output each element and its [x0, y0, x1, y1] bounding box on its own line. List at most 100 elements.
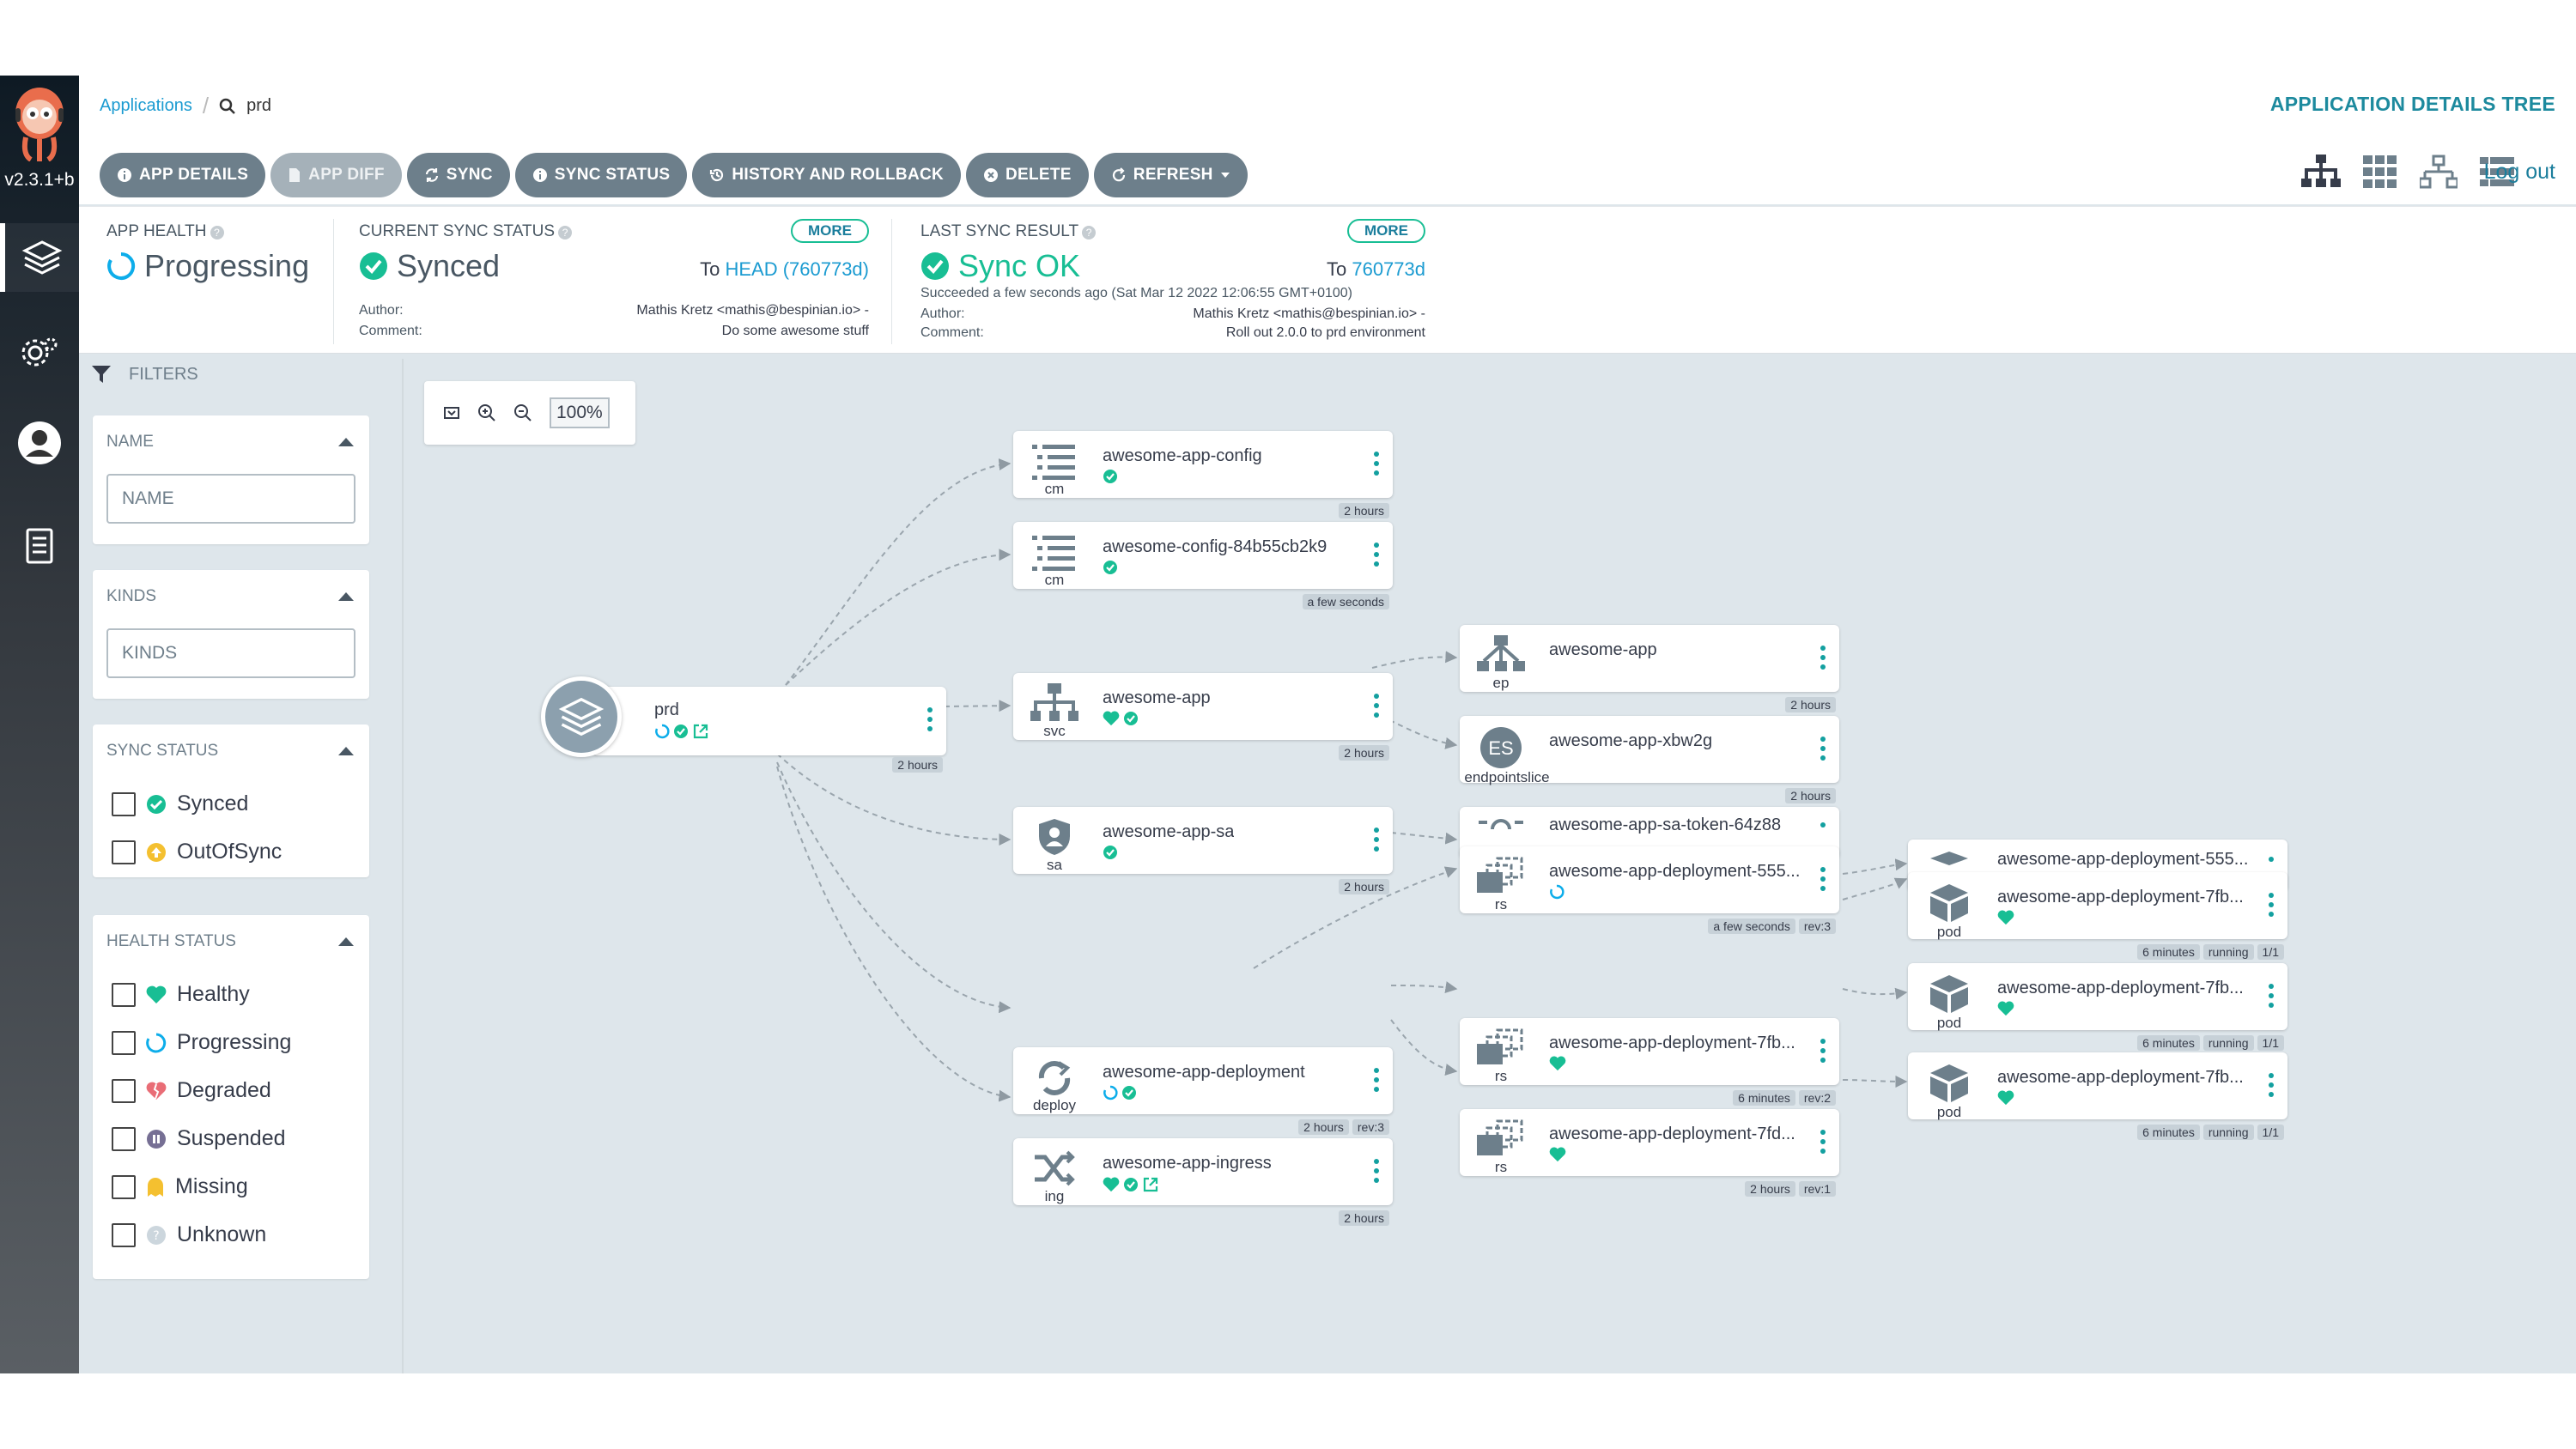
node-menu-icon[interactable]	[1374, 543, 1379, 567]
application-icon[interactable]	[541, 676, 622, 757]
external-link-icon[interactable]	[1142, 1176, 1159, 1193]
last-sync-more-button[interactable]: MORE	[1347, 219, 1425, 243]
zoom-out-icon[interactable]	[513, 403, 532, 422]
help-icon[interactable]: ?	[558, 226, 573, 239]
sync-status-button[interactable]: SYNC STATUS	[514, 153, 688, 197]
fit-screen-icon[interactable]	[443, 405, 460, 421]
resource-node-ing[interactable]: ing awesome-app-ingress 2 hours	[1013, 1138, 1393, 1226]
network-view-icon[interactable]	[2420, 155, 2458, 189]
app-diff-button[interactable]: APP DIFF	[270, 153, 402, 197]
node-menu-icon[interactable]	[1820, 1039, 1826, 1063]
filter-healthy[interactable]: Healthy	[112, 982, 250, 1007]
node-menu-icon[interactable]	[1374, 452, 1379, 476]
checkbox[interactable]	[112, 1030, 136, 1055]
resource-node-rs[interactable]: rs awesome-app-deployment-7fd... 2 hours…	[1460, 1109, 1839, 1197]
checkbox[interactable]	[112, 840, 136, 864]
sync-button[interactable]: SYNC	[406, 153, 510, 197]
node-kind: svc	[1043, 723, 1066, 739]
app-health-value: Progressing	[106, 248, 309, 284]
logout-link[interactable]: Log out	[2483, 160, 2555, 184]
filters-header: FILTERS	[91, 364, 198, 385]
resource-node-rs[interactable]: rs awesome-app-deployment-555... a few s…	[1460, 846, 1839, 934]
node-menu-icon[interactable]	[1820, 1130, 1826, 1154]
app-details-button[interactable]: APP DETAILS	[100, 153, 266, 197]
node-status-icons	[1103, 469, 1118, 484]
revision-tag: rev:1	[1798, 1181, 1836, 1197]
sync-target-revision[interactable]: HEAD (760773d)	[725, 258, 869, 280]
filter-missing[interactable]: Missing	[112, 1174, 248, 1199]
node-menu-icon[interactable]	[2269, 857, 2274, 862]
name-filter-input[interactable]: NAME	[106, 474, 355, 524]
help-icon[interactable]: ?	[1082, 226, 1097, 239]
resource-node-svc[interactable]: svc awesome-app 2 hours	[1013, 673, 1393, 761]
resource-node-pod[interactable]: pod awesome-app-deployment-7fb... 6 minu…	[1908, 963, 2287, 1051]
arrow-up-circle-icon	[147, 842, 166, 862]
checkbox[interactable]	[112, 1222, 136, 1247]
resource-node-cm[interactable]: cm awesome-config-84b55cb2k9 a few secon…	[1013, 522, 1393, 609]
age-tag: 2 hours	[1339, 1210, 1389, 1226]
delete-button[interactable]: DELETE	[966, 153, 1089, 197]
collapse-icon[interactable]	[338, 747, 354, 755]
resource-node-rs[interactable]: rs awesome-app-deployment-7fb... 6 minut…	[1460, 1018, 1839, 1106]
checkbox[interactable]	[112, 1174, 136, 1199]
view-switcher	[2301, 155, 2514, 189]
resource-node-cm[interactable]: cm awesome-app-config 2 hours	[1013, 431, 1393, 518]
collapse-icon[interactable]	[338, 438, 354, 446]
filter-degraded[interactable]: Degraded	[112, 1078, 271, 1103]
resource-node-sa[interactable]: sa awesome-app-sa 2 hours	[1013, 807, 1393, 894]
checkbox[interactable]	[112, 982, 136, 1007]
resource-node-pod[interactable]: pod awesome-app-deployment-7fb... 6 minu…	[1908, 1052, 2287, 1140]
filter-outofsync[interactable]: OutOfSync	[112, 840, 282, 864]
node-menu-icon[interactable]	[2269, 893, 2274, 917]
node-menu-icon[interactable]	[1374, 1159, 1379, 1183]
zoom-level[interactable]: 100%	[550, 397, 610, 428]
filter-synced[interactable]: Synced	[112, 791, 248, 816]
sync-more-button[interactable]: MORE	[791, 219, 869, 243]
node-tags: 2 hours	[1339, 1210, 1389, 1226]
node-menu-icon[interactable]	[1820, 867, 1826, 891]
external-link-icon[interactable]	[692, 723, 709, 740]
nav-user-info[interactable]	[0, 409, 79, 477]
zoom-in-icon[interactable]	[477, 403, 496, 422]
app-node[interactable]: prd 2 hours	[592, 687, 946, 773]
filters-divider	[402, 359, 404, 1373]
list-view-icon[interactable]	[2480, 157, 2514, 186]
last-comment-label: Comment:	[920, 325, 984, 340]
nav-docs[interactable]	[0, 512, 79, 580]
filter-progressing[interactable]: Progressing	[112, 1030, 291, 1055]
node-menu-icon[interactable]	[927, 707, 933, 731]
filter-suspended[interactable]: Suspended	[112, 1126, 286, 1151]
checkbox[interactable]	[112, 791, 136, 816]
node-menu-icon[interactable]	[2269, 1073, 2274, 1097]
node-menu-icon[interactable]	[1374, 1068, 1379, 1092]
resource-node-endpointslice[interactable]: ES endpointslice awesome-app-xbw2g 2 hou…	[1460, 716, 1839, 803]
node-menu-icon[interactable]	[1820, 737, 1826, 761]
nav-applications[interactable]	[0, 223, 79, 292]
refresh-button[interactable]: REFRESH	[1093, 153, 1248, 197]
argo-logo[interactable]	[10, 82, 69, 161]
nav-settings[interactable]	[0, 319, 79, 388]
checkbox[interactable]	[112, 1078, 136, 1103]
resource-node-pod[interactable]: pod awesome-app-deployment-7fb... 6 minu…	[1908, 872, 2287, 960]
sync-comment: Do some awesome stuff	[721, 324, 869, 338]
breadcrumb-applications[interactable]: Applications	[100, 96, 192, 115]
node-menu-icon[interactable]	[1374, 694, 1379, 718]
collapse-icon[interactable]	[338, 592, 354, 601]
node-menu-icon[interactable]	[1374, 828, 1379, 852]
node-menu-icon[interactable]	[1820, 646, 1826, 670]
pods-view-icon[interactable]	[2363, 155, 2397, 188]
node-menu-icon[interactable]	[2269, 984, 2274, 1008]
checkbox[interactable]	[112, 1126, 136, 1151]
last-sync-revision[interactable]: 760773d	[1352, 258, 1425, 280]
resource-node-ep[interactable]: ep awesome-app 2 hours	[1460, 625, 1839, 712]
help-icon[interactable]: ?	[210, 226, 224, 239]
heart-icon	[1549, 1056, 1566, 1071]
collapse-icon[interactable]	[338, 937, 354, 946]
file-icon	[289, 168, 301, 182]
node-menu-icon[interactable]	[1820, 822, 1826, 828]
tree-view-icon[interactable]	[2301, 155, 2341, 189]
filter-unknown[interactable]: ? Unknown	[112, 1222, 266, 1247]
history-rollback-button[interactable]: HISTORY AND ROLLBACK	[692, 153, 962, 197]
kinds-filter-input[interactable]: KINDS	[106, 628, 355, 678]
